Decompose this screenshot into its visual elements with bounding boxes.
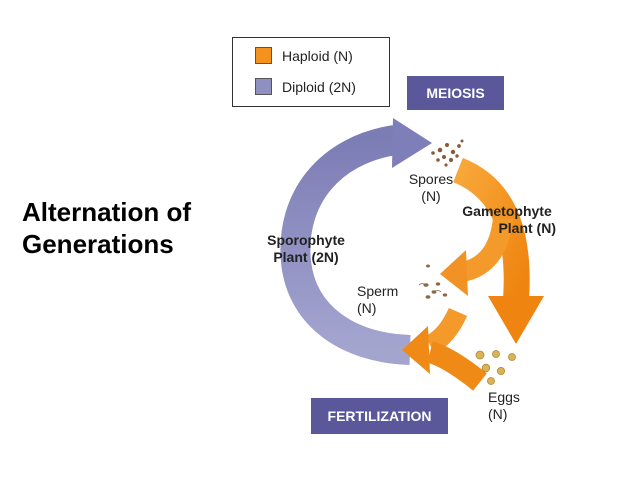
sperm-branch-arrow: [440, 216, 513, 296]
gametophyte-label-line-1: Gametophyte: [462, 203, 552, 219]
legend-label-diploid: Diploid (2N): [282, 78, 356, 95]
eggs-label-line-1: Eggs: [488, 389, 520, 405]
sporophyte-arrow: [280, 118, 432, 365]
legend-label-haploid: Haploid (N): [282, 47, 353, 64]
sporophyte-label-line-1: Sporophyte: [267, 232, 345, 248]
eggs-label: Eggs (N): [488, 389, 538, 423]
gametophyte-label: Gametophyte Plant (N): [452, 203, 562, 237]
meiosis-box: MEIOSIS: [407, 76, 504, 110]
sporophyte-label: Sporophyte Plant (2N): [252, 232, 360, 266]
sperm-icon: [418, 264, 448, 299]
spores-label-line-2: (N): [421, 188, 441, 204]
haploid-swatch: [255, 47, 272, 64]
diploid-swatch: [255, 78, 272, 95]
eggs-icon: [475, 350, 516, 385]
legend-item-diploid: Diploid (2N): [255, 78, 356, 95]
diagram-title: Alternation of Generations: [22, 196, 191, 260]
eggs-label-line-2: (N): [488, 406, 508, 422]
title-line-1: Alternation of: [22, 197, 191, 227]
fertilization-arrow: [402, 307, 487, 391]
sperm-label-line-2: (N): [357, 300, 377, 316]
gametophyte-label-line-2: Plant (N): [498, 220, 556, 236]
sporophyte-label-line-2: Plant (2N): [273, 249, 339, 265]
sperm-label: Sperm (N): [357, 283, 407, 317]
sperm-label-line-1: Sperm: [357, 283, 399, 299]
spores-label-line-1: Spores: [408, 171, 454, 187]
spores-icon: [431, 139, 464, 167]
fertilization-box: FERTILIZATION: [311, 398, 448, 434]
legend: Haploid (N) Diploid (2N): [232, 37, 390, 107]
spores-label: Spores (N): [398, 171, 464, 205]
title-line-2: Generations: [22, 229, 174, 259]
legend-item-haploid: Haploid (N): [255, 47, 353, 64]
